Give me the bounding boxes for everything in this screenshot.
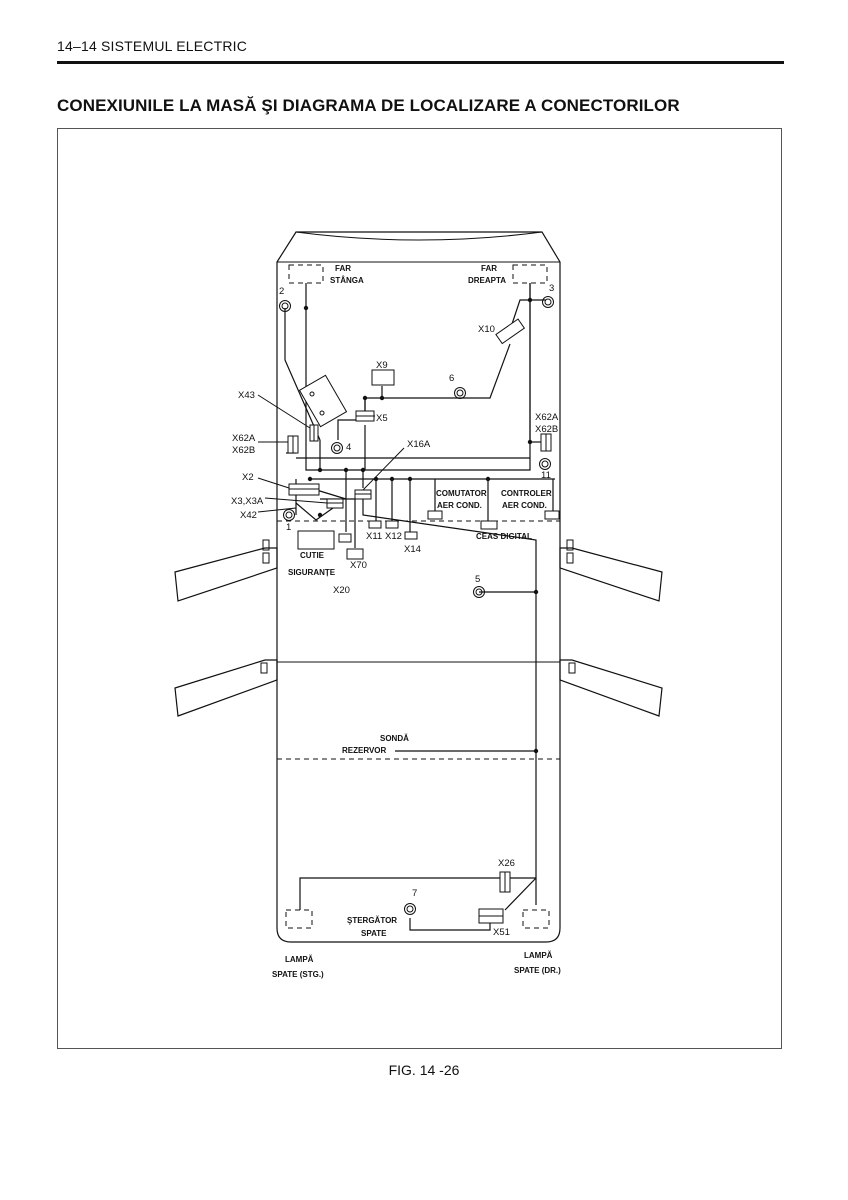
label-x43: X43 [238,390,255,401]
ground-points [279,296,554,915]
rear-lamp-left [285,909,313,929]
label-x16a: X16A [407,439,431,450]
connector-x12 [385,520,399,529]
label-x62b-right: X62B [535,424,558,435]
ground-label-1: 1 [286,522,291,533]
label-x26: X26 [498,858,515,869]
ground-label-6: 6 [449,373,454,384]
door-left-rear [174,659,278,717]
ground-label-5: 5 [475,574,480,585]
label-lampa-dr-2: SPATE (DR.) [514,966,561,975]
ground-label-11: 11 [541,470,551,481]
label-ceas-digital: CEAS DIGITAL [476,532,532,541]
label-sonda: SONDĂ [380,734,409,743]
label-x2: X2 [242,472,254,483]
connector-x20 [338,533,352,543]
ground-label-7: 7 [412,888,417,899]
label-x12: X12 [385,531,402,542]
label-comutator-2: AER COND. [437,501,482,510]
module-x43 [298,374,348,428]
label-lampa-stg-2: SPATE (STG.) [272,970,324,979]
headlight-left [288,264,324,284]
connector-x11 [368,520,382,529]
headlight-right [512,264,548,284]
label-x11: X11 [366,531,382,542]
door-right-rear [559,659,663,717]
label-lampa-dr-1: LAMPĂ [524,951,553,960]
label-sigurante: SIGURANȚE [288,568,336,577]
label-x14: X14 [404,544,421,555]
fuse-box [297,530,335,550]
label-far-stanga-1: FAR [335,264,351,273]
harness-wires [284,283,555,931]
label-x42: X42 [240,510,257,521]
leader-lines [257,394,405,513]
label-x62a-right: X62A [535,412,559,423]
diagram-labels: FAR STÂNGA FAR DREAPTA X9 X10 X5 X43 X62… [231,264,561,979]
connector-x70 [346,548,364,560]
label-x10: X10 [478,324,495,335]
label-x62b-left: X62B [232,445,255,456]
figure-caption: FIG. 14 -26 [388,1062,460,1078]
label-x70: X70 [350,560,367,571]
label-rezervor: REZERVOR [342,746,387,755]
comutator-ac-connector [427,510,443,520]
label-comutator-1: COMUTATOR [436,489,487,498]
label-x62a-left: X62A [232,433,256,444]
label-controler-1: CONTROLER [501,489,552,498]
vehicle-outline [276,231,561,943]
rear-lamp-right [522,909,550,929]
label-x51: X51 [493,927,510,938]
header-rule [57,61,784,64]
controler-ac-connector [544,510,560,520]
label-far-dreapta-1: FAR [481,264,497,273]
label-x9: X9 [376,360,388,371]
label-lampa-stg-1: LAMPĂ [285,955,314,964]
label-stergator: ŞTERGĂTOR [347,916,397,925]
door-right-front [559,539,663,602]
ground-label-4: 4 [346,442,351,453]
label-far-dreapta-2: DREAPTA [468,276,506,285]
figure-frame [57,128,782,1049]
door-left-front [174,539,278,602]
label-controler-2: AER COND. [502,501,547,510]
connector-x14 [404,531,418,540]
ground-label-3: 3 [549,283,554,294]
ceas-connector [480,520,498,530]
page-header: 14–14 SISTEMUL ELECTRIC [57,38,248,54]
label-x3-x3a: X3,X3A [231,496,264,507]
label-x20: X20 [333,585,350,596]
junction-dots [303,297,539,754]
label-x5: X5 [376,413,388,424]
page-title: CONEXIUNILE LA MASĂ ŞI DIAGRAMA DE LOCAL… [57,96,680,115]
label-cutie: CUTIE [300,551,325,560]
label-spate: SPATE [361,929,387,938]
connector-x10 [495,318,526,345]
label-far-stanga-2: STÂNGA [330,276,364,285]
connector-x9 [371,369,395,386]
connectors [285,318,560,929]
ground-label-2: 2 [279,286,284,297]
